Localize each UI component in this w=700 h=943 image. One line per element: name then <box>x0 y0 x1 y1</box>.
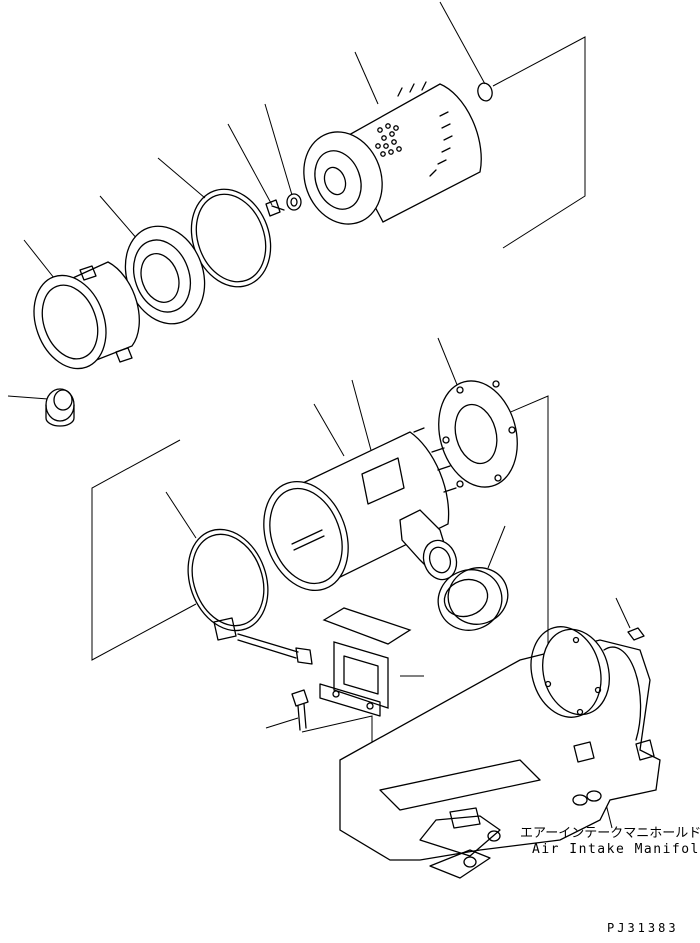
filter-element <box>303 81 482 225</box>
mounting-band <box>187 528 269 641</box>
vacuator-valve <box>45 388 75 427</box>
flange-nut <box>627 627 645 641</box>
washer <box>286 193 302 211</box>
manifold-callout-japanese: エアーインテークマニホールド <box>520 826 700 841</box>
baffle-plate <box>124 225 206 325</box>
wing-nut <box>265 199 285 217</box>
manifold-callout-english: Air Intake Manifold <box>532 842 700 857</box>
center-stud <box>291 529 325 551</box>
filter-perforation-dots <box>375 123 402 157</box>
leader-lines-upper <box>7 1 586 400</box>
bracket-bolt <box>291 689 309 731</box>
air-cleaner-body <box>263 427 458 592</box>
mounting-flange-gasket <box>438 380 518 488</box>
bracket <box>319 607 412 717</box>
body-studs <box>413 427 457 493</box>
band-bolt <box>237 633 313 665</box>
safety-element-ring <box>477 82 493 102</box>
cover <box>33 261 140 370</box>
filter-fins <box>397 81 453 177</box>
air-intake-manifold <box>339 626 661 879</box>
drawing-number: PJ31383 <box>607 921 679 935</box>
dust-cup <box>437 567 509 631</box>
